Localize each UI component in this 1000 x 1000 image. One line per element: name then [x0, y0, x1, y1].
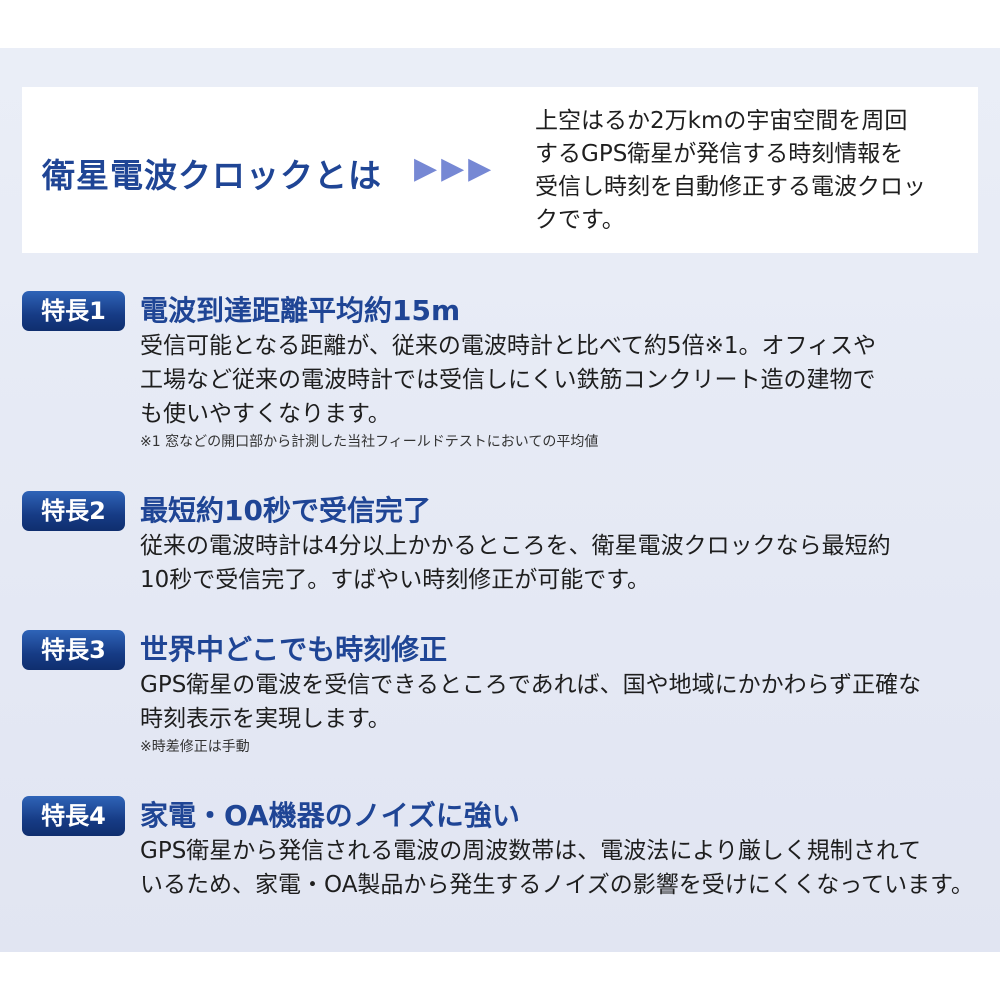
feature-title: 最短約10秒で受信完了 [140, 494, 431, 527]
feature-line: いるため、家電・OA製品から発生するノイズの影響を受けにくくなっています。 [140, 872, 974, 898]
intro-description: 上空はるか2万kmの宇宙空間を周回 するGPS衛星が発信する時刻情報を 受信し時… [535, 105, 926, 237]
feature-line: 従来の電波時計は4分以上かかるところを、衛星電波クロックなら最短約 [140, 533, 891, 559]
feature-title: 家電・OA機器のノイズに強い [140, 799, 520, 832]
feature-line: GPS衛星の電波を受信できるところであれば、国や地域にかかわらず正確な [140, 672, 922, 698]
feature-line: GPS衛星から発信される電波の周波数帯は、電波法により厳しく規制されて [140, 838, 922, 864]
feature-line: も使いやすくなります。 [140, 401, 391, 427]
feature-badge: 特長3 [22, 630, 125, 670]
feature-line: 10秒で受信完了。すばやい時刻修正が可能です。 [140, 567, 650, 593]
triple-arrow-icon: ▶▶▶ [414, 151, 496, 186]
intro-box: 衛星電波クロックとは ▶▶▶ 上空はるか2万kmの宇宙空間を周回 するGPS衛星… [22, 87, 978, 253]
feature-badge: 特長2 [22, 491, 125, 531]
feature-badge: 特長4 [22, 796, 125, 836]
footnote: ※時差修正は手動 [140, 739, 250, 755]
feature-description: 受信可能となる距離が、従来の電波時計と比べて約5倍※1。オフィスや 工場など従来… [140, 329, 876, 453]
feature-description: 従来の電波時計は4分以上かかるところを、衛星電波クロックなら最短約 10秒で受信… [140, 529, 891, 597]
intro-line: クです。 [535, 207, 625, 233]
feature-description: GPS衛星の電波を受信できるところであれば、国や地域にかかわらず正確な 時刻表示… [140, 668, 921, 758]
intro-line: 上空はるか2万kmの宇宙空間を周回 [535, 108, 908, 134]
feature-line: 受信可能となる距離が、従来の電波時計と比べて約5倍※1。オフィスや [140, 333, 877, 359]
feature-description: GPS衛星から発信される電波の周波数帯は、電波法により厳しく規制されて いるため… [140, 834, 974, 902]
feature-line: 工場など従来の電波時計では受信しにくい鉄筋コンクリート造の建物で [140, 367, 876, 393]
feature-title: 世界中どこでも時刻修正 [140, 633, 448, 666]
feature-line: 時刻表示を実現します。 [140, 706, 391, 732]
intro-line: するGPS衛星が発信する時刻情報を [535, 141, 904, 167]
footnote: ※1 窓などの開口部から計測した当社フィールドテストにおいての平均値 [140, 434, 599, 450]
feature-badge: 特長1 [22, 291, 125, 331]
intro-line: 受信し時刻を自動修正する電波クロッ [535, 174, 926, 200]
intro-title: 衛星電波クロックとは [42, 156, 382, 195]
feature-title: 電波到達距離平均約15m [140, 294, 461, 327]
